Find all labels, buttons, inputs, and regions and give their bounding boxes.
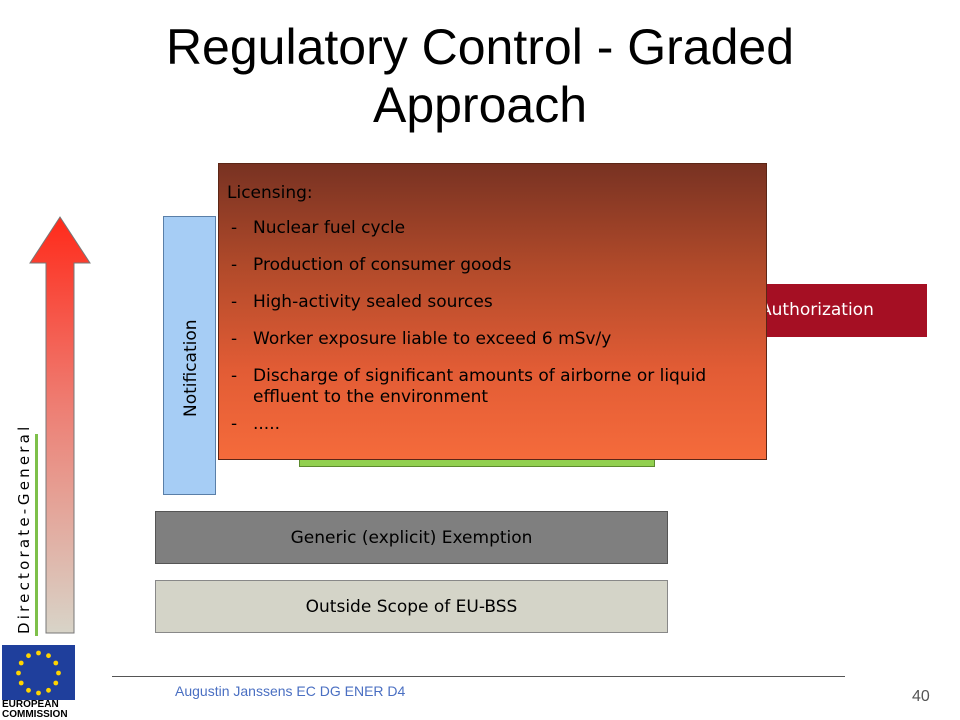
- list-item: -Worker exposure liable to exceed 6 mSv/…: [231, 329, 612, 349]
- footer-author: Augustin Janssens EC DG ENER D4: [175, 683, 406, 699]
- list-item: -High-activity sealed sources: [231, 292, 493, 312]
- list-item: -Production of consumer goods: [231, 255, 512, 275]
- authorization-label: Authorization: [760, 300, 874, 320]
- licensing-heading: Licensing:: [227, 183, 313, 203]
- list-item: -Discharge of significant amounts of air…: [231, 366, 707, 407]
- generic-exemption-box: Generic (explicit) Exemption: [155, 511, 668, 564]
- licensing-list: -Nuclear fuel cycle -Production of consu…: [231, 218, 761, 451]
- slide-title: Regulatory Control - Graded Approach: [165, 19, 795, 133]
- dg-accent-line: [35, 434, 38, 636]
- outside-scope-box: Outside Scope of EU-BSS: [155, 580, 668, 633]
- graded-arrow: [29, 216, 91, 634]
- list-item: -.....: [231, 414, 281, 434]
- licensing-callout: Licensing: -Nuclear fuel cycle -Producti…: [218, 163, 767, 460]
- page-number: 40: [912, 688, 930, 705]
- notification-box: Notification: [163, 216, 216, 495]
- eu-logo-text: EUROPEAN COMMISSION: [2, 699, 68, 720]
- notification-label: Notification: [181, 319, 201, 417]
- eu-flag-icon: [2, 645, 75, 700]
- directorate-general-label: Directorate-General: [15, 423, 33, 634]
- list-item: -Nuclear fuel cycle: [231, 218, 406, 238]
- footer-divider: [112, 676, 845, 677]
